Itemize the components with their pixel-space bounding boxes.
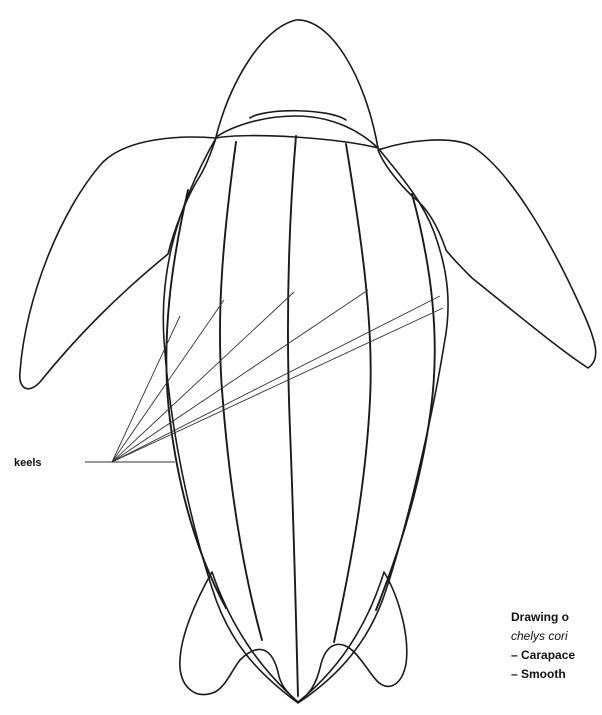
right-front-flipper — [378, 140, 596, 368]
left-front-flipper — [20, 137, 216, 389]
keels-leader-lines — [85, 290, 443, 462]
keel-2 — [220, 142, 262, 640]
right-hind-flipper — [298, 572, 407, 702]
keel-1 — [166, 190, 226, 608]
caption-line-3: – Carapace — [511, 646, 602, 665]
figure-caption: Drawing o chelys cori – Carapace – Smoot… — [511, 608, 602, 684]
keel-4 — [334, 144, 371, 642]
keels-label: keels — [14, 457, 42, 469]
caption-line-4: – Smooth — [511, 665, 602, 684]
keel-3 — [288, 136, 298, 696]
caption-line-1: Drawing o — [511, 608, 602, 627]
caption-line-2: chelys cori — [511, 627, 602, 646]
keel-5 — [376, 194, 435, 610]
carapace-outline — [163, 136, 448, 703]
left-hind-flipper — [180, 572, 298, 702]
turtle-head — [216, 20, 378, 148]
